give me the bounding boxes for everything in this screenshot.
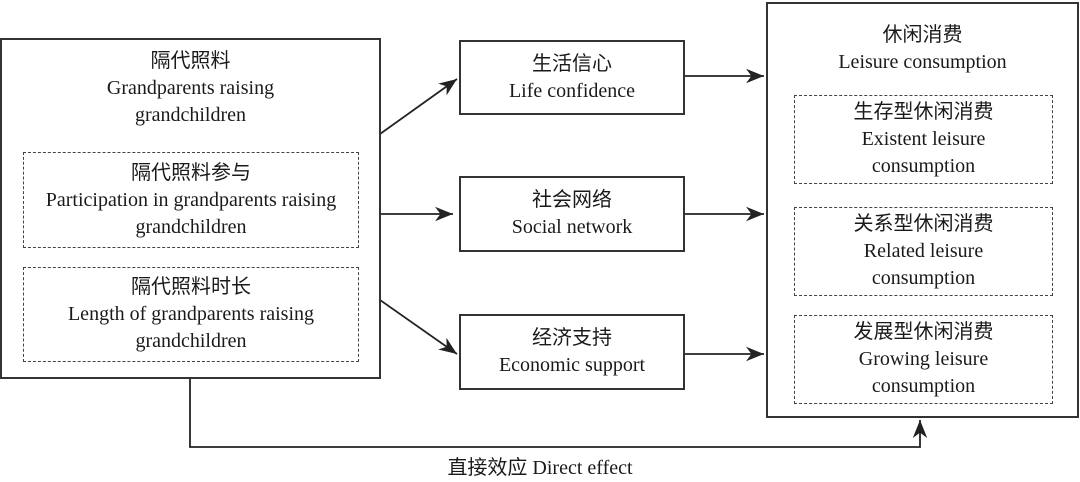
length-cn: 隔代照料时长 [131,276,251,298]
existent-leisure-box: 生存型休闲消费 Existent leisure consumption [794,95,1053,184]
growing-leisure-box: 发展型休闲消费 Growing leisure consumption [794,315,1053,404]
economic-support-cn: 经济支持 [532,327,612,349]
social-network-en: Social network [511,216,633,238]
participation-cn: 隔代照料参与 [131,161,251,184]
life-confidence-box: 生活信心 Life confidence [459,40,685,115]
social-network-cn: 社会网络 [532,189,612,211]
participation-box: 隔代照料参与 Participation in grandparents rai… [23,152,359,248]
related-leisure-box: 关系型休闲消费 Related leisure consumption [794,207,1053,296]
arrow-to-economic-support [379,299,458,355]
grandparenting-title-en: Grandparents raising grandchildren [106,77,275,126]
social-network-box: 社会网络 Social network [459,176,685,252]
leisure-title-en: Leisure consumption [838,51,1007,73]
existent-en: Existent leisure consumption [861,128,986,177]
participation-en: Participation in grandparents raising gr… [45,188,337,238]
economic-support-en: Economic support [498,354,646,376]
life-confidence-cn: 生活信心 [532,52,612,75]
leisure-title-cn: 休闲消费 [882,24,963,46]
direct-effect-arrow [189,378,928,448]
related-cn: 关系型休闲消费 [853,213,994,235]
length-box: 隔代照料时长 Length of grandparents raising gr… [23,267,359,362]
arrow-to-life-confidence [379,78,458,135]
growing-en: Growing leisure consumption [858,348,989,397]
grandparenting-box: 隔代照料 Grandparents raising grandchildren … [0,38,381,379]
related-en: Related leisure consumption [863,240,984,289]
growing-cn: 发展型休闲消费 [853,321,994,343]
length-en: Length of grandparents raising grandchil… [67,303,315,352]
leisure-consumption-box: 休闲消费 Leisure consumption 生存型休闲消费 Existen… [766,2,1079,418]
direct-effect-label: 直接效应 Direct effect [447,457,633,479]
existent-cn: 生存型休闲消费 [853,101,994,123]
grandparenting-title-cn: 隔代照料 [150,50,231,72]
economic-support-box: 经济支持 Economic support [459,314,685,390]
life-confidence-en: Life confidence [508,79,636,102]
